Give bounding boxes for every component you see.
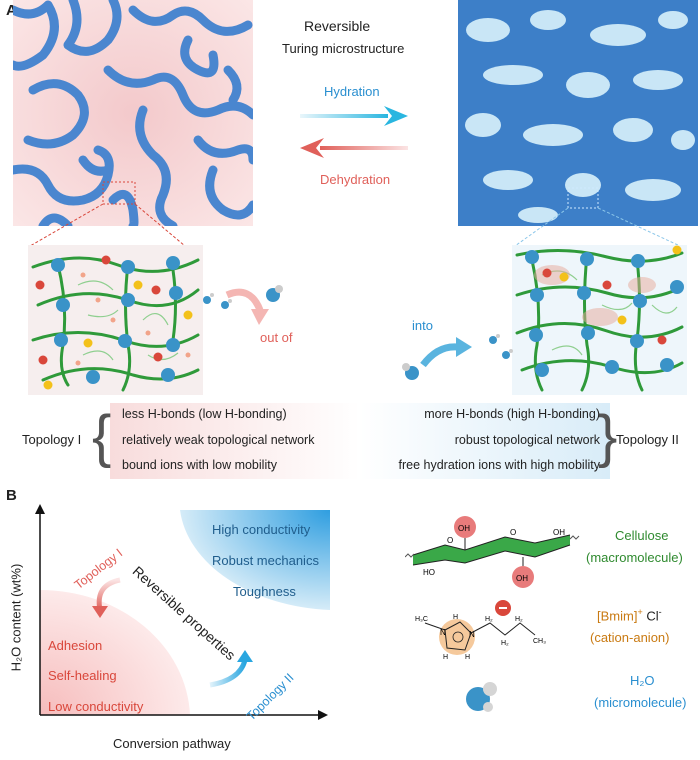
- bmim-plus: +: [637, 607, 643, 617]
- right-brace: }: [598, 404, 618, 469]
- high-prop-1: High conductivity: [212, 522, 311, 537]
- left-prop-2: relatively weak topological network: [122, 433, 315, 447]
- low-prop-3: Low conductivity: [48, 699, 144, 714]
- high-prop-3: Toughness: [233, 584, 296, 599]
- panel-a-label: A: [6, 2, 17, 19]
- hydrated-microstructure: [458, 0, 698, 226]
- ch3-right: CH₃: [533, 638, 546, 645]
- n-left: N: [440, 628, 446, 637]
- hydrated-network: [512, 245, 687, 395]
- h-bottom-right: H: [465, 654, 470, 661]
- left-prop-3: bound ions with low mobility: [122, 458, 277, 472]
- o-top: O: [447, 536, 453, 545]
- water-sub: (micromolecule): [594, 695, 687, 710]
- hydration-arrow: [300, 106, 408, 126]
- h2-3: H₂: [515, 616, 523, 623]
- bmim-chloride-structure: H₃C N N H H H H₂ H₂ H₂ CH₃: [415, 600, 546, 661]
- low-prop-2: Self-healing: [48, 668, 117, 683]
- topology-i-label: Topology I: [22, 432, 82, 447]
- right-prop-2: robust topological network: [454, 433, 600, 447]
- bmim-label: [Bmim]+ Cl-: [597, 607, 662, 623]
- dehydrated-network: [28, 245, 203, 395]
- right-prop-3: free hydration ions with high mobility: [398, 458, 601, 472]
- ch3-left: H₃C: [415, 616, 428, 623]
- ion-sub: (cation-anion): [590, 630, 670, 645]
- left-brace: {: [92, 404, 112, 469]
- n-right: N: [469, 630, 475, 639]
- dehydration-arrow: [300, 138, 408, 158]
- out-of-label: out of: [260, 330, 293, 345]
- bmim-name: [Bmim]: [597, 608, 638, 624]
- diagram-title-line1: Reversible: [304, 18, 371, 34]
- chloride-name: Cl: [646, 608, 659, 624]
- oh-top: OH: [458, 524, 470, 533]
- ho-left: HO: [423, 568, 435, 577]
- cellulose-label: Cellulose: [615, 528, 669, 543]
- water-label: H₂O: [630, 673, 655, 688]
- comparison-band: [110, 403, 610, 479]
- x-axis-label: Conversion pathway: [113, 736, 231, 751]
- right-prop-1: more H-bonds (high H-bonding): [424, 407, 600, 421]
- zoom-lines: [29, 203, 681, 247]
- low-prop-1: Adhesion: [48, 638, 103, 653]
- left-prop-1: less H-bonds (low H-bonding): [122, 407, 287, 421]
- dehydrated-microstructure: [13, 0, 253, 226]
- y-axis-label: H₂O content (wt%): [8, 563, 24, 672]
- dehydration-label: Dehydration: [320, 172, 391, 187]
- cellulose-structure: OH OH HO O O OH: [405, 516, 580, 588]
- high-prop-2: Robust mechanics: [212, 553, 319, 568]
- into-label: into: [412, 318, 433, 333]
- diagram-title-line2: Turing microstructure: [282, 41, 405, 56]
- h2-1: H₂: [485, 616, 493, 623]
- topology-ii-label: Topology II: [616, 432, 679, 447]
- cellulose-sub: (macromolecule): [586, 550, 683, 565]
- oh-bottom: OH: [516, 574, 528, 583]
- water-release-arrow: [203, 285, 283, 325]
- property-plot: [35, 504, 330, 720]
- h2-2: H₂: [501, 640, 509, 647]
- water-molecule: [466, 682, 497, 712]
- water-uptake-arrow: [402, 334, 513, 380]
- panel-b-label: B: [6, 487, 17, 504]
- hydration-label: Hydration: [324, 84, 380, 99]
- h-top: H: [453, 614, 458, 621]
- oh-right: OH: [553, 528, 565, 537]
- o-right: O: [510, 528, 516, 537]
- h-bottom-left: H: [443, 654, 448, 661]
- chloride-minus: -: [658, 607, 662, 617]
